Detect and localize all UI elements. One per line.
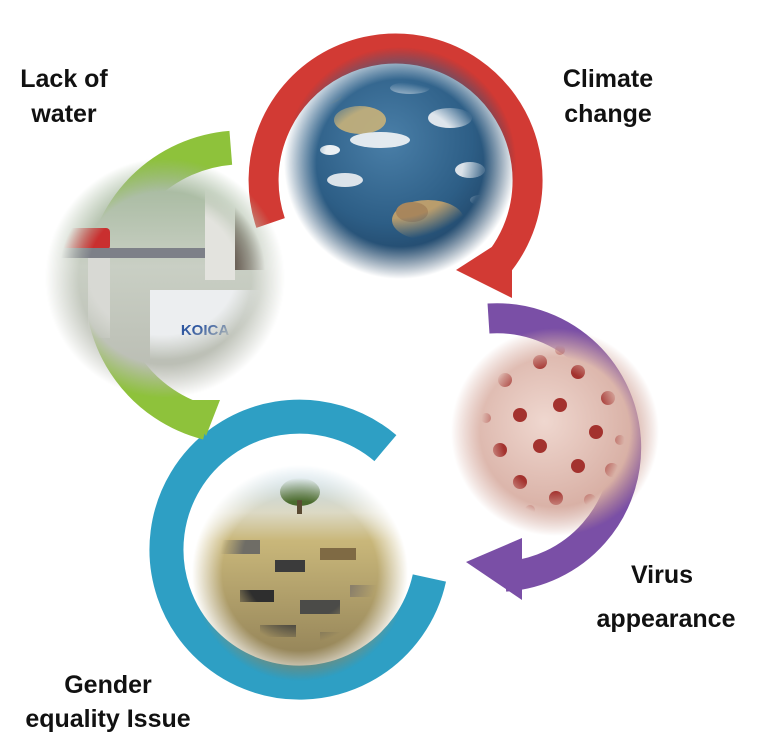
- label-lack-of-water-line2: water: [30, 100, 97, 128]
- koica-sign: KOICA: [181, 322, 230, 339]
- virus-image: [451, 328, 659, 536]
- label-climate-change-line1: Climate: [563, 65, 653, 93]
- water-pump-image: KOICA: [45, 158, 285, 398]
- label-lack-of-water-line1: Lack of: [20, 65, 108, 93]
- gender-arc: [149, 399, 446, 700]
- water-arrowhead: [186, 400, 220, 436]
- gender-equality-node: [149, 399, 446, 700]
- climate-change-node: [248, 33, 543, 298]
- slum-image: [192, 465, 408, 681]
- label-gender-line2: equality Issue: [25, 705, 190, 733]
- virus-arrowhead: [466, 538, 522, 600]
- label-virus-line2: appearance: [597, 605, 736, 633]
- label-virus-line1: Virus: [631, 561, 693, 589]
- virus-appearance-node: [451, 303, 659, 600]
- lack-of-water-node: KOICA: [45, 130, 285, 440]
- label-gender-line1: Gender: [64, 671, 152, 699]
- climate-arrowhead: [456, 234, 512, 298]
- label-climate-change-line2: change: [564, 100, 652, 128]
- earth-image: [284, 47, 516, 279]
